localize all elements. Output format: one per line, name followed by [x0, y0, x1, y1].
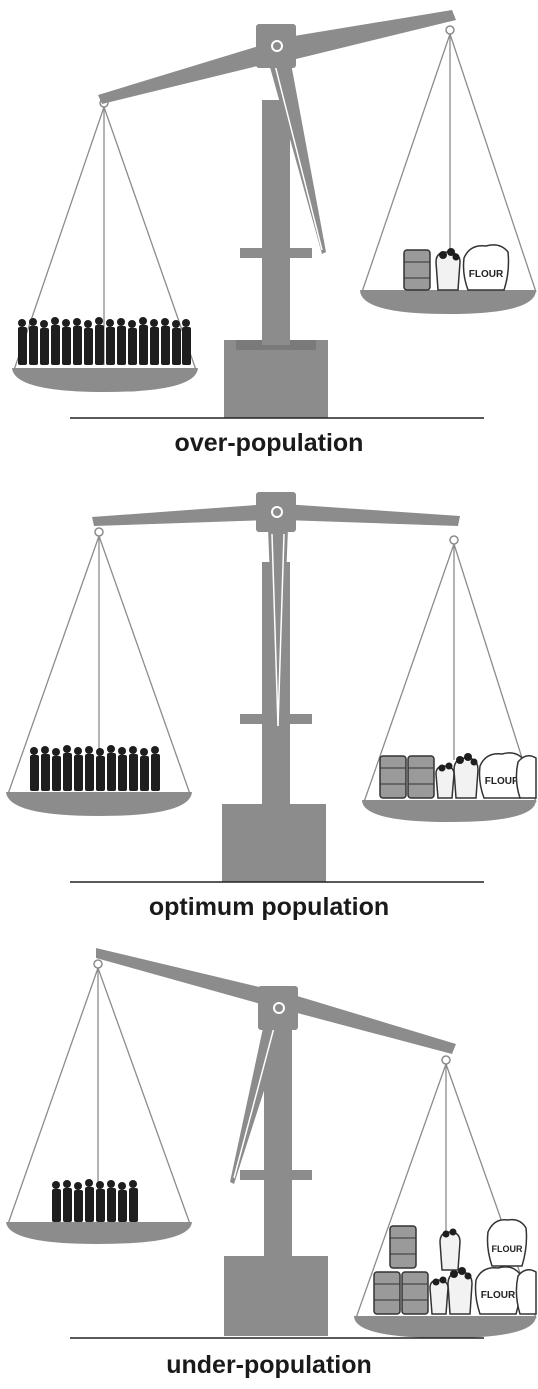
barrel-icon: [373, 1271, 401, 1315]
flour-label: FLOUR: [469, 269, 504, 280]
scale-pivot: [256, 492, 296, 532]
resources-pile: FLOUR FLOUR: [373, 1218, 537, 1315]
scale-pivot: [256, 24, 296, 68]
scale-beam-right: [270, 10, 456, 60]
scale-base: [222, 804, 326, 882]
people-crowd: [18, 317, 191, 365]
resources-pile: FLOUR: [403, 244, 510, 291]
left-pan: [6, 1222, 192, 1244]
flour-sack-icon: [515, 755, 537, 799]
scale-beam-left: [98, 42, 290, 104]
right-pan: [360, 290, 536, 314]
people-crowd: [30, 745, 160, 791]
scale-crossbar: [240, 1170, 312, 1180]
scale-panel-optimum-population: FLOUR optimum population: [0, 470, 538, 940]
barrel-icon: [401, 1271, 429, 1315]
right-pan: [362, 800, 536, 822]
people-crowd: [52, 1179, 138, 1222]
scale-crossbar: [240, 248, 312, 258]
scale-panel-over-population: FLOUR over-population: [0, 0, 538, 470]
balance-scale-illustration: FLOUR: [6, 492, 537, 883]
scale-pointer: [268, 58, 326, 254]
panel-caption: under-population: [166, 1351, 372, 1379]
flour-sack-icon: [486, 1218, 528, 1267]
coal-sack-icon: [439, 1231, 461, 1271]
scale-pillar: [262, 100, 290, 345]
flour-label: FLOUR: [481, 1290, 516, 1301]
barrel-icon: [407, 755, 435, 799]
coal-sack-icon: [435, 765, 455, 799]
scale-base: [224, 340, 328, 418]
flour-label: FLOUR: [492, 1244, 523, 1254]
scale-pointer: [230, 1014, 288, 1184]
flour-sack-icon: [462, 244, 510, 291]
scale-pivot: [258, 986, 298, 1030]
scale-beam-right: [284, 992, 456, 1054]
coal-sack-icon: [429, 1279, 449, 1315]
resources-pile: FLOUR: [379, 752, 537, 799]
scale-beam-right: [284, 504, 460, 526]
barrel-icon: [379, 755, 407, 799]
right-pan: [354, 1316, 536, 1338]
barrel-icon: [389, 1225, 417, 1269]
left-pan: [6, 792, 192, 816]
balance-scale-illustration: FLOUR: [12, 10, 537, 419]
flour-label: FLOUR: [485, 776, 520, 787]
scale-panel-under-population: FLOUR FLOUR under-population: [0, 940, 538, 1389]
balance-scale-illustration: FLOUR FLOUR: [6, 948, 537, 1339]
left-pan: [12, 368, 198, 392]
scale-base: [224, 1256, 328, 1336]
panel-caption: optimum population: [148, 893, 390, 921]
barrel-icon: [403, 249, 431, 291]
scale-beam-left: [92, 504, 270, 526]
flour-sack-icon: [515, 1269, 537, 1315]
panel-caption: over-population: [174, 429, 364, 457]
scale-beam-left: [96, 948, 272, 1006]
